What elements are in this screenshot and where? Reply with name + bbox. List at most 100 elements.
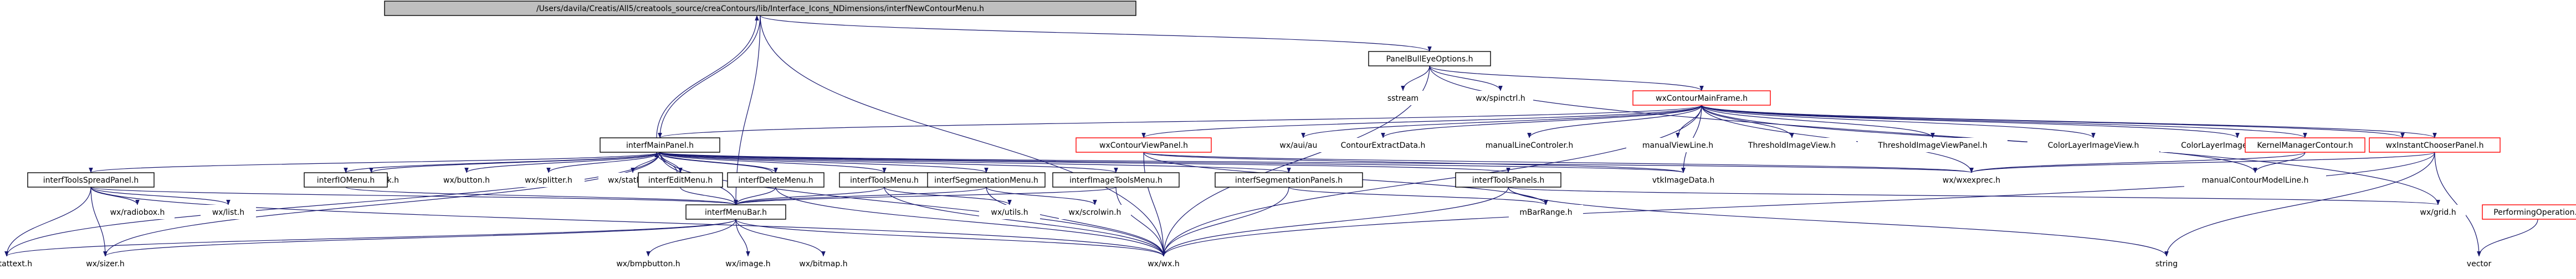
node-mlc[interactable]: manualLineControler.h (1461, 138, 1597, 152)
node-label-mvl: manualViewLine.h (1642, 141, 1713, 150)
node-label-imb: interfMenuBar.h (705, 208, 767, 217)
node-box-perfop (2482, 204, 2576, 220)
node-icp[interactable]: wxInstantChooserPanel.h (2369, 137, 2501, 153)
node-scrolwin[interactable]: wx/scrolwin.h (1059, 205, 1131, 219)
edge-cmf-to-auiw (1301, 105, 1702, 138)
node-label-ced: ContourExtractData.h (1341, 141, 1426, 150)
node-mcml[interactable]: manualContourModelLine.h (2184, 173, 2326, 187)
edge-cmf-to-imp (658, 105, 1702, 138)
node-label-scrolwin: wx/scrolwin.h (1069, 208, 1121, 217)
node-sstream[interactable]: sstream (1378, 91, 1428, 105)
node-ced[interactable]: ContourExtractData.h (1317, 138, 1450, 152)
node-list[interactable]: wx/list.h (201, 205, 256, 219)
node-cmf[interactable]: wxContourMainFrame.h (1632, 90, 1771, 106)
edge-itp-to-grid (1508, 187, 2440, 205)
node-box-vector (2454, 256, 2504, 271)
node-label-image: wx/image.h (725, 260, 770, 268)
edge-cmf-to-wxh (1161, 105, 1702, 257)
node-tiv[interactable]: ThresholdImageView.h (1728, 138, 1856, 152)
node-box-mbr (1509, 205, 1583, 219)
node-label-iom: interfIOMenu.h (317, 176, 375, 185)
edge-root-to-imb (734, 15, 761, 205)
node-root[interactable]: /Users/davila/Creatis/All5/creatools_sou… (384, 1, 1136, 16)
node-label-icp: wxInstantChooserPanel.h (2386, 141, 2484, 150)
node-box-kmc (2245, 137, 2365, 153)
node-vtkid[interactable]: vtkImageData.h (1639, 173, 1728, 187)
node-box-root (384, 1, 1136, 16)
edge-cmf-to-vtki (1701, 105, 2405, 138)
node-isp[interactable]: interfSegmentationPanels.h (1215, 172, 1363, 188)
node-grid[interactable]: wx/grid.h (2410, 205, 2466, 219)
node-box-cliv (2027, 138, 2159, 152)
edge-pbe-to-sstream (1401, 65, 1430, 91)
node-vector[interactable]: vector (2454, 256, 2504, 271)
node-imb[interactable]: interfMenuBar.h (685, 204, 786, 220)
node-label-pbe: PanelBullEyeOptions.h (1386, 55, 1473, 64)
node-bitmap[interactable]: wx/bitmap.h (789, 256, 858, 271)
edge-root-to-pbe (760, 15, 1432, 52)
node-iitm[interactable]: interfImageToolsMenu.h (1052, 172, 1180, 188)
node-mbr[interactable]: mBarRange.h (1509, 205, 1583, 219)
edge-kmc-to-wxexpr (1969, 152, 2306, 173)
node-box-splitter (513, 173, 585, 187)
node-itm[interactable]: interfToolsMenu.h (839, 172, 930, 188)
node-cliv[interactable]: ColorLayerImageView.h (2027, 138, 2159, 152)
node-box-ced (1317, 138, 1450, 152)
edge-imp-to-tsp (89, 152, 660, 173)
edge-ism-to-wxh (986, 187, 1166, 257)
edge-imp-to-stattext (4, 152, 660, 257)
node-iem[interactable]: interfEditMenu.h (638, 172, 723, 188)
edge-imp-to-isp (659, 152, 1291, 173)
node-label-spinctrl: wx/spinctrl.h (1476, 94, 1525, 103)
edge-itm-to-wxh (884, 187, 1166, 257)
node-ism[interactable]: interfSegmentationMenu.h (927, 172, 1046, 188)
edge-imb-to-bmpbutton (646, 219, 736, 257)
node-image[interactable]: wx/image.h (716, 256, 780, 271)
edge-imp-to-wxh (659, 152, 1166, 257)
node-box-spinctrl (1468, 91, 1533, 105)
node-label-isp: interfSegmentationPanels.h (1235, 176, 1343, 185)
edge-imp-to-vtkid (659, 152, 1685, 173)
node-sizer[interactable]: wx/sizer.h (75, 256, 136, 271)
node-itp[interactable]: interfToolsPanels.h (1455, 172, 1561, 188)
node-box-ism (927, 172, 1046, 188)
edges-layer (4, 15, 2538, 257)
node-idm[interactable]: interfDeleteMenu.h (727, 172, 824, 188)
node-tivp[interactable]: ThresholdImageViewPanel.h (1858, 138, 2007, 152)
node-wxexpr[interactable]: wx/wxexprec.h (1927, 173, 2016, 187)
edge-imp-to-ism (659, 152, 989, 173)
node-box-bitmap (789, 256, 858, 271)
edge-cmf-to-cliv (1701, 105, 2096, 138)
node-string[interactable]: string (2142, 256, 2191, 271)
node-wxh[interactable]: wx/wx.h (1134, 256, 1194, 271)
node-mvl[interactable]: manualViewLine.h (1626, 138, 1729, 152)
node-splitter[interactable]: wx/splitter.h (513, 173, 585, 187)
edge-kmc-to-mcml (2253, 152, 2306, 173)
edge-tsp-to-list (90, 187, 231, 205)
node-box-bmpbutton (606, 256, 691, 271)
node-utils[interactable]: wx/utils.h (979, 205, 1040, 219)
node-pbe[interactable]: PanelBullEyeOptions.h (1368, 51, 1491, 66)
node-stattext[interactable]: wx/stattext.h (0, 256, 44, 271)
node-label-cmf: wxContourMainFrame.h (1656, 94, 1748, 103)
edge-cvp-to-vtkid (1143, 152, 1686, 173)
node-radiobox[interactable]: wx/radiobox.h (100, 205, 175, 219)
node-cvp[interactable]: wxContourViewPanel.h (1076, 137, 1212, 153)
node-label-list: wx/list.h (212, 208, 244, 217)
node-bmpbutton[interactable]: wx/bmpbutton.h (606, 256, 691, 271)
node-button[interactable]: wx/button.h (431, 173, 502, 187)
node-label-tivp: ThresholdImageViewPanel.h (1877, 141, 1987, 150)
node-kmc[interactable]: KernelManagerContour.h (2245, 137, 2365, 153)
node-spinctrl[interactable]: wx/spinctrl.h (1468, 91, 1533, 105)
edge-iitm-to-imb (734, 187, 1117, 205)
node-label-sstream: sstream (1387, 94, 1418, 103)
node-box-string (2142, 256, 2191, 271)
node-label-button: wx/button.h (443, 176, 490, 185)
edge-itp-to-string (1508, 187, 2169, 257)
node-imp[interactable]: interfMainPanel.h (600, 137, 720, 153)
node-perfop[interactable]: PerformingOperation.h (2482, 204, 2576, 220)
node-iom[interactable]: interfIOMenu.h (304, 172, 388, 188)
node-tsp[interactable]: interfToolsSpreadPanel.h (27, 172, 155, 188)
edge-tsp-to-wxh (90, 187, 1166, 257)
node-box-iem (638, 172, 723, 188)
